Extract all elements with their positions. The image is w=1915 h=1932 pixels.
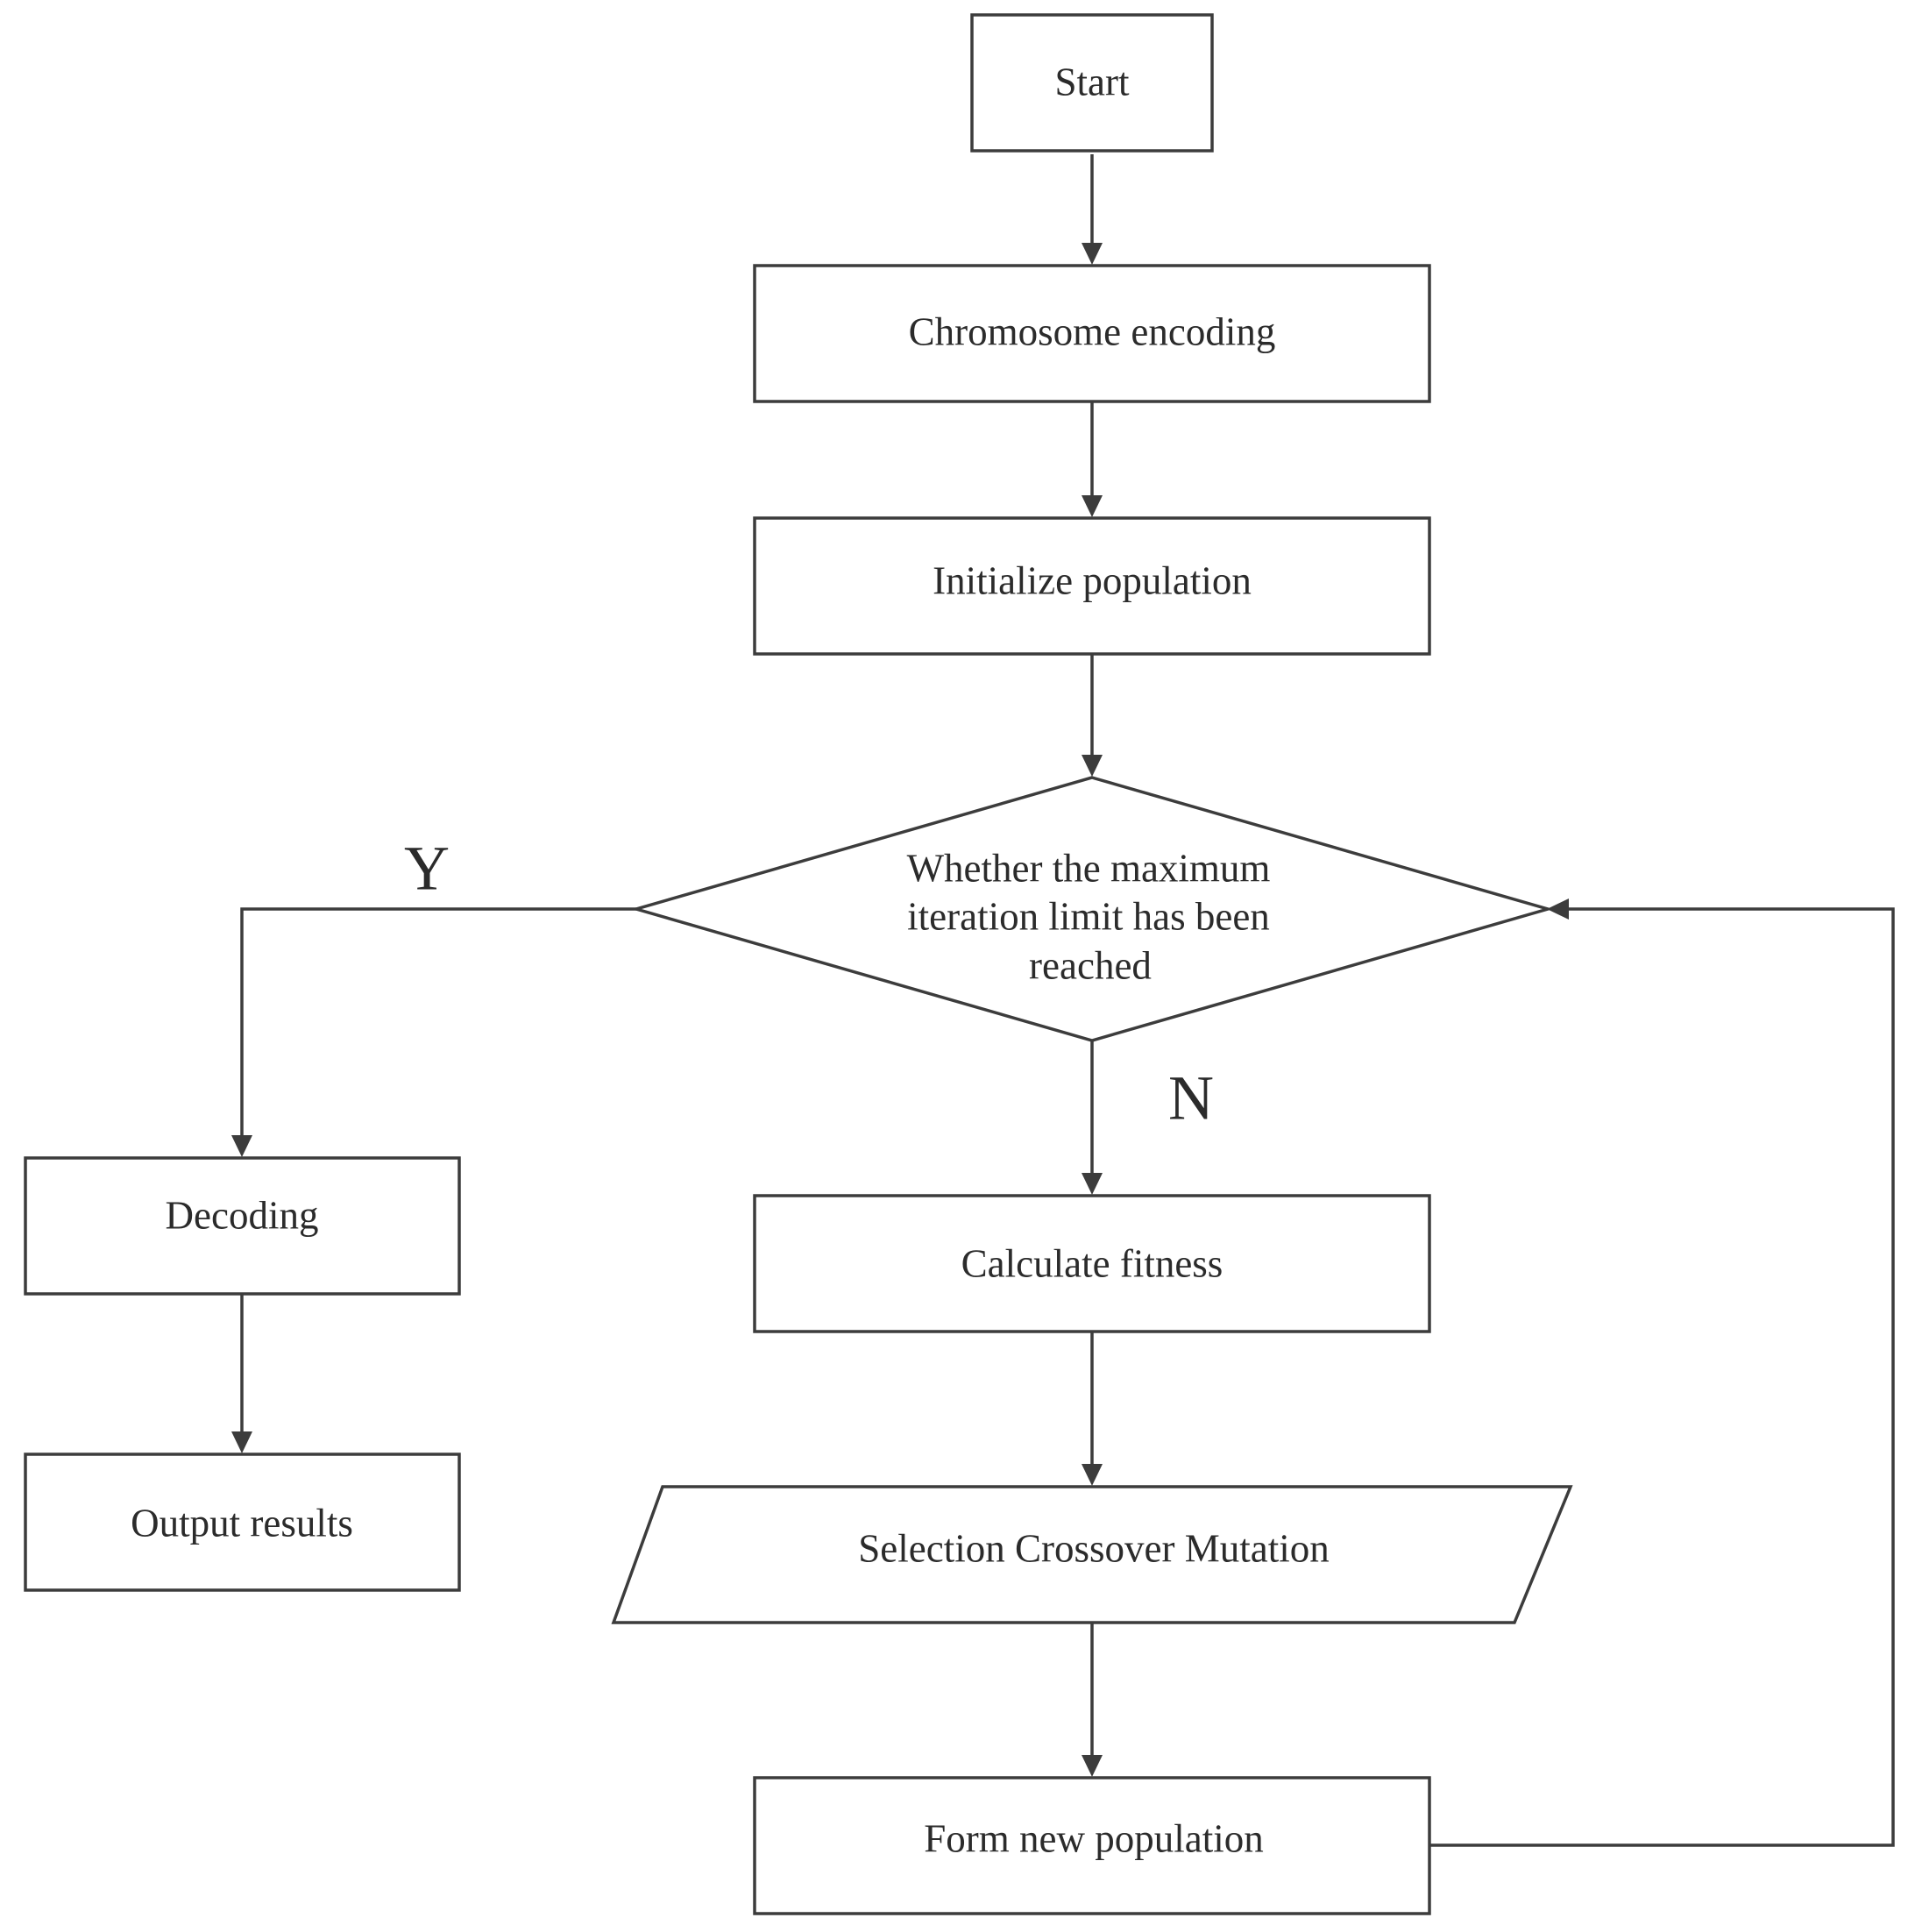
arrowhead-decoding: [231, 1135, 252, 1157]
arrowhead-decision: [1082, 755, 1103, 777]
decision-diamond: [630, 776, 1554, 1042]
branch-no-label: N: [1168, 1063, 1214, 1133]
node-genetic-operators: Selection Crossover Mutation: [611, 1485, 1573, 1624]
node-chromosome-encoding: Chromosome encoding: [753, 264, 1431, 403]
new-pop-box: [753, 1776, 1431, 1915]
edges: [231, 154, 1895, 1847]
fitness-label: Calculate fitness: [961, 1241, 1223, 1285]
start-box: [970, 13, 1214, 153]
init-pop-box: [753, 516, 1431, 656]
node-decision: Whether the maximum iteration limit has …: [630, 776, 1554, 1042]
decision-line-1: Whether the maximum: [907, 846, 1271, 890]
node-initialize-population: Initialize population: [753, 516, 1431, 656]
decision-line-3: reached: [1029, 943, 1152, 987]
arrowhead-output: [231, 1431, 252, 1453]
init-pop-label: Initialize population: [933, 558, 1252, 602]
arrow-decision-yes-to-decoding: [240, 907, 636, 1137]
arrowhead-operators: [1082, 1464, 1103, 1486]
decoding-box: [24, 1156, 461, 1296]
node-start: Start: [970, 13, 1214, 153]
arrow-new-pop-loop-to-decision: [1429, 907, 1895, 1847]
arrowhead-new-pop: [1082, 1755, 1103, 1777]
output-label: Output results: [131, 1501, 353, 1545]
node-form-new-population: Form new population: [753, 1776, 1431, 1915]
decision-line-2: iteration limit has been: [907, 894, 1270, 938]
encoding-box: [753, 264, 1431, 403]
node-output-results: Output results: [24, 1453, 461, 1592]
operators-label: Selection Crossover Mutation: [858, 1526, 1329, 1570]
arrowhead-init: [1082, 495, 1103, 517]
operators-parallelogram: [611, 1485, 1573, 1624]
arrowhead-fitness: [1082, 1173, 1103, 1195]
output-box: [24, 1453, 461, 1592]
new-pop-label: Form new population: [924, 1816, 1263, 1860]
arrowhead-encoding: [1082, 243, 1103, 265]
encoding-label: Chromosome encoding: [909, 309, 1276, 353]
node-decoding: Decoding: [24, 1156, 461, 1296]
start-label: Start: [1055, 60, 1130, 103]
fitness-box: [753, 1194, 1431, 1333]
arrowhead-loop: [1547, 899, 1569, 920]
branch-yes-label: Y: [404, 834, 450, 904]
decoding-label: Decoding: [166, 1193, 319, 1237]
node-calculate-fitness: Calculate fitness: [753, 1194, 1431, 1333]
